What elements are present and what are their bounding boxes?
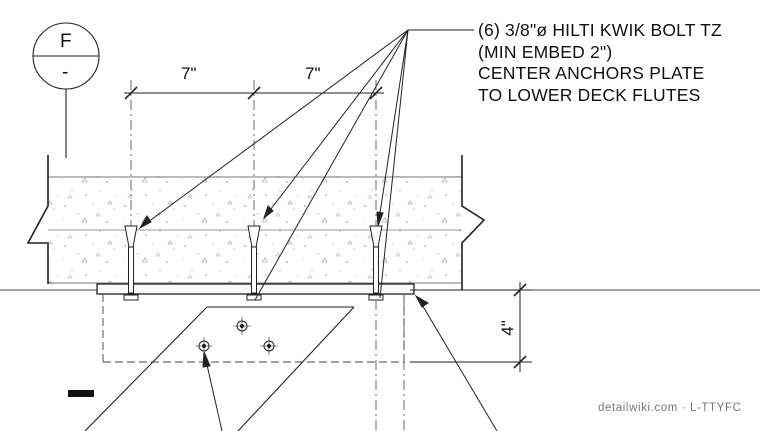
dimension-label-right: 7" (305, 64, 321, 83)
left-break-line (26, 155, 49, 284)
anchor-bolt-2 (246, 225, 262, 301)
callout-line-4: TO LOWER DECK FLUTES (478, 84, 701, 105)
detail-tag-letter: F (60, 31, 72, 52)
plate-callout-leader (414, 294, 498, 431)
bolt-hole-callout-leader (202, 351, 223, 431)
detail-tag (32, 22, 100, 158)
anchor-callout-leaders (138, 29, 474, 301)
right-break-line (461, 155, 486, 290)
plate-depth-dimension (410, 282, 532, 372)
diagonal-brace (84, 306, 355, 431)
anchor-callout-note: (6) 3/8"ø HILTI KWIK BOLT TZ (MIN EMBED … (478, 20, 722, 106)
bolt-holes (195, 317, 278, 355)
spacing-dimension (124, 86, 384, 100)
black-marker (68, 390, 94, 397)
callout-line-2: (MIN EMBED 2") (478, 41, 613, 62)
source-credit: detailwiki.com · L-TTYFC (598, 402, 742, 414)
anchor-bolt-1 (123, 225, 139, 301)
dimension-label-depth: 4" (497, 320, 517, 336)
lower-support-outline (102, 294, 405, 363)
detail-tag-sheet: - (62, 62, 69, 83)
callout-line-1: (6) 3/8"ø HILTI KWIK BOLT TZ (478, 20, 722, 40)
anchor-centerlines (130, 80, 405, 431)
callout-line-3: CENTER ANCHORS PLATE (478, 63, 705, 83)
dimension-label-left: 7" (181, 64, 197, 83)
